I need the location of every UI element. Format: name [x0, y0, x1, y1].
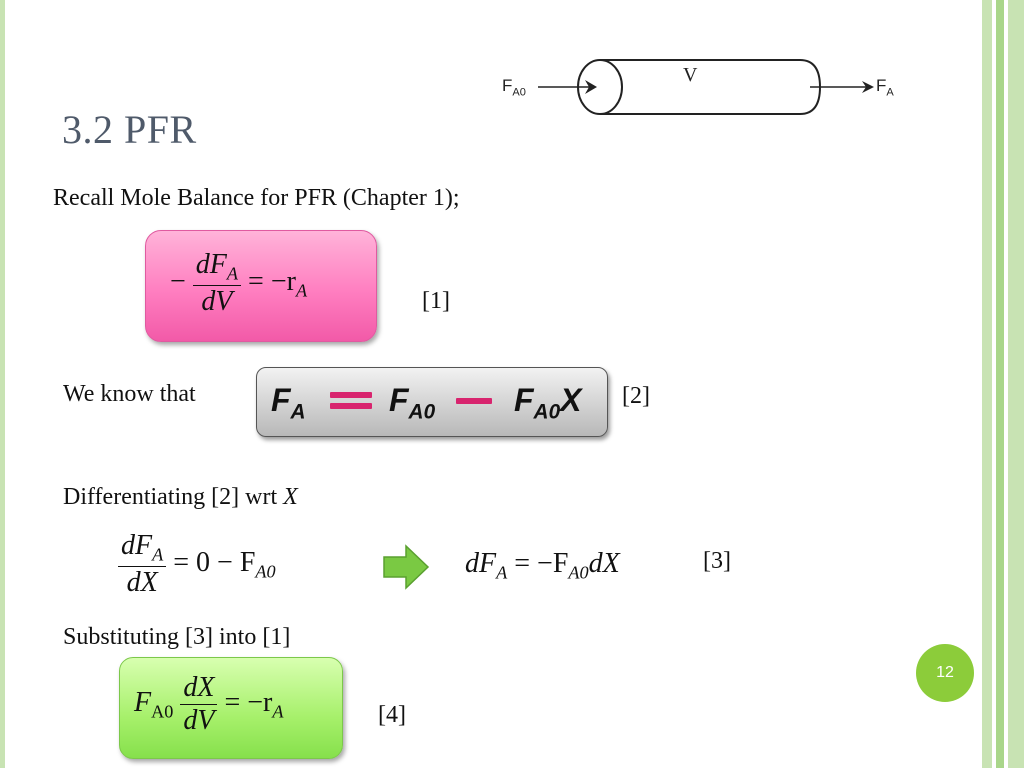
- right-arrow-icon: [383, 544, 430, 590]
- equation-4-label: [4]: [378, 702, 406, 728]
- equation-2-term-fa0: FA0: [389, 382, 436, 424]
- right-border-stripes: [976, 0, 1024, 768]
- equation-2-term-fa: FA: [271, 382, 306, 424]
- inlet-flow-label: FA0: [502, 76, 526, 99]
- volume-label: V: [683, 64, 698, 86]
- we-know-text: We know that: [63, 381, 196, 407]
- equation-1-box: − dFA dV = −rA: [145, 230, 377, 342]
- equation-3a: dFA dX = 0 − FA0: [118, 530, 276, 599]
- equation-2-box: FA FA0 FA0X: [256, 367, 608, 437]
- left-border: [0, 0, 5, 768]
- equation-1: − dFA dV = −rA: [170, 249, 308, 317]
- equation-2-term-fa0x: FA0X: [514, 382, 582, 424]
- substituting-text: Substituting [3] into [1]: [63, 624, 291, 650]
- equation-2-label: [2]: [622, 383, 650, 409]
- equals-sign-bottom: [330, 403, 372, 409]
- equation-1-label: [1]: [422, 288, 450, 314]
- differentiating-text: Differentiating [2] wrt X: [63, 484, 298, 510]
- pfr-diagram: FA0 V FA: [500, 52, 910, 122]
- pfr-reactor-drawing: [538, 59, 874, 115]
- slide-title: 3.2 PFR: [62, 107, 197, 152]
- outlet-flow-label: FA: [876, 76, 894, 99]
- equals-sign-top: [330, 392, 372, 398]
- page-number-badge: 12: [916, 644, 974, 702]
- equation-3b: dFA = −FA0dX: [465, 548, 620, 583]
- equation-3-label: [3]: [703, 548, 731, 574]
- minus-sign: [456, 398, 492, 404]
- recall-text: Recall Mole Balance for PFR (Chapter 1);: [53, 185, 460, 211]
- equation-4-box: FA0 dX dV = −rA: [119, 657, 343, 759]
- equation-4: FA0 dX dV = −rA: [134, 672, 284, 737]
